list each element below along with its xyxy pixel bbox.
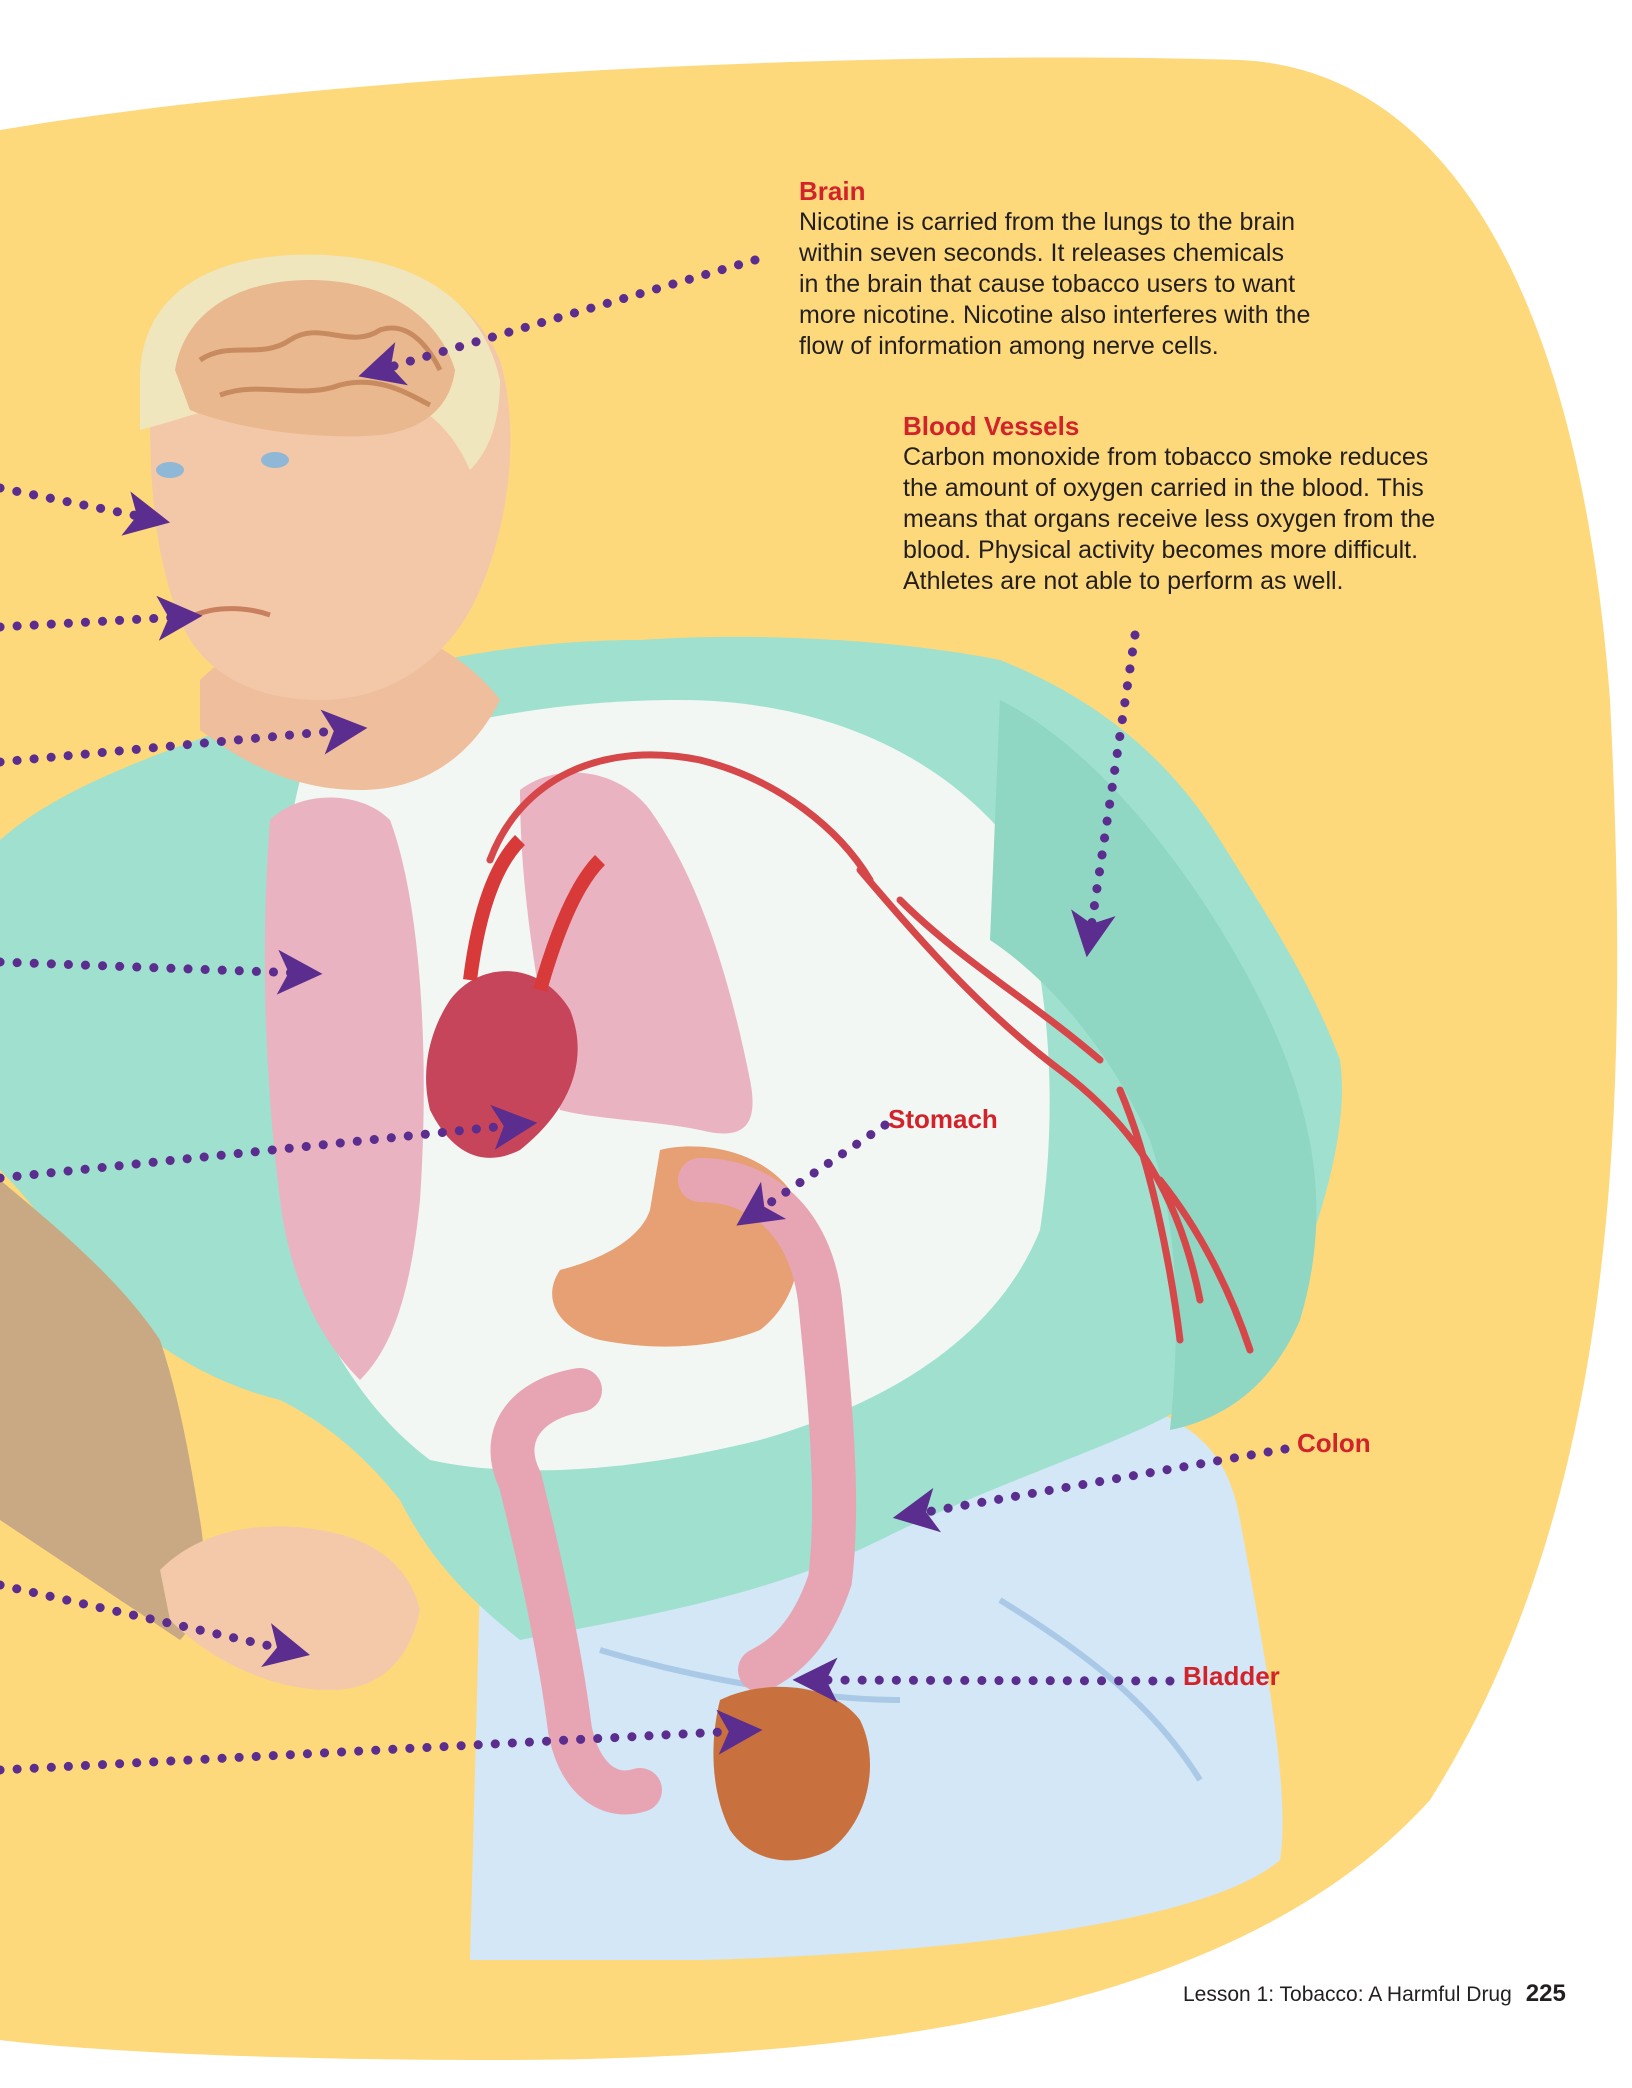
callout-blood-vessels-line: Carbon monoxide from tobacco smoke reduc…	[903, 442, 1483, 473]
callout-blood-vessels-line: Athletes are not able to perform as well…	[903, 566, 1483, 597]
page-number: 225	[1526, 1980, 1566, 2007]
callout-brain: Brain Nicotine is carried from the lungs…	[799, 176, 1359, 362]
callout-blood-vessels: Blood Vessels Carbon monoxide from tobac…	[903, 411, 1483, 597]
callout-brain-line: within seven seconds. It releases chemic…	[799, 238, 1359, 269]
callout-stomach-label: Stomach	[888, 1104, 998, 1135]
callout-blood-vessels-line: blood. Physical activity becomes more di…	[903, 535, 1483, 566]
callout-brain-heading: Brain	[799, 176, 1359, 207]
callout-blood-vessels-heading: Blood Vessels	[903, 411, 1483, 442]
callout-colon-label: Colon	[1297, 1428, 1371, 1459]
callout-blood-vessels-line: means that organs receive less oxygen fr…	[903, 504, 1483, 535]
callout-brain-line: in the brain that cause tobacco users to…	[799, 269, 1359, 300]
callout-bladder-label: Bladder	[1183, 1661, 1280, 1692]
callout-brain-line: more nicotine. Nicotine also interferes …	[799, 300, 1359, 331]
page-footer: Lesson 1: Tobacco: A Harmful Drug 225	[1183, 1980, 1566, 2008]
callout-brain-line: Nicotine is carried from the lungs to th…	[799, 207, 1359, 238]
lesson-title: Lesson 1: Tobacco: A Harmful Drug	[1183, 1983, 1512, 2006]
callout-blood-vessels-line: the amount of oxygen carried in the bloo…	[903, 473, 1483, 504]
callout-brain-line: flow of information among nerve cells.	[799, 331, 1359, 362]
